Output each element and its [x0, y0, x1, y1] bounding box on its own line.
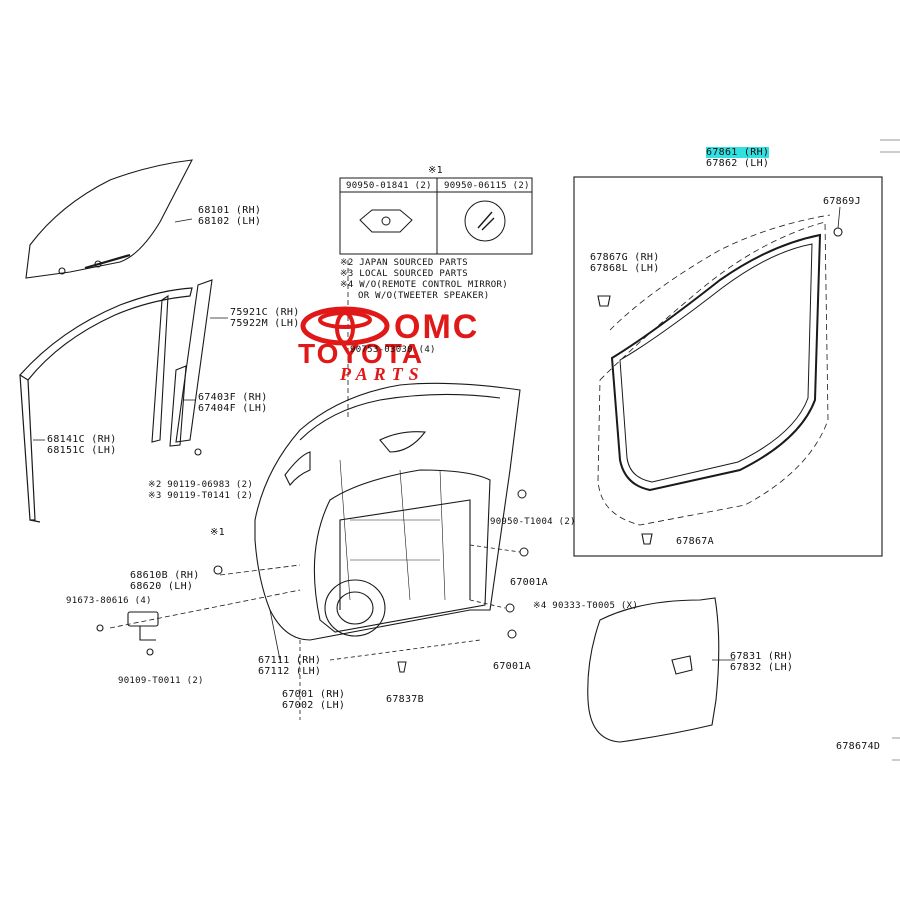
toyota-logo-icon — [300, 306, 390, 346]
watermark-omc: OMC — [394, 308, 480, 346]
legend-note-4: OR W/O(TWEETER SPEAKER) — [358, 291, 490, 301]
label-67403: 67403F (RH) — [198, 392, 268, 403]
label-67001-rh: 67001 (RH) — [282, 689, 346, 700]
watermark-toyota: TOYOTA — [298, 338, 425, 369]
label-67111: 67111 (RH) — [258, 655, 322, 666]
legend-note-3: ※4 W/O(REMOTE CONTROL MIRROR) — [340, 280, 508, 290]
label-90333: ※4 90333-T0005 (X) — [533, 601, 639, 611]
legend-left-code: 90950-01841 (2) — [346, 181, 432, 191]
label-68141: 68141C (RH) — [47, 434, 117, 445]
sash-moulding — [151, 279, 213, 443]
label-90753: 90753-03030 (4) — [350, 345, 436, 355]
legend-note-1: ※2 JAPAN SOURCED PARTS — [340, 258, 468, 268]
door-glass — [25, 159, 193, 279]
label-67837: 67837B — [386, 694, 424, 705]
label-67001a-2: 67001A — [493, 661, 531, 672]
division-bar — [169, 365, 202, 456]
diagram-id: 678674D — [836, 741, 881, 752]
label-67404: 67404F (LH) — [198, 403, 268, 414]
label-67867g: 67867G (RH) — [590, 252, 660, 263]
label-68102: 68102 (LH) — [198, 216, 262, 227]
label-67112: 67112 (LH) — [258, 666, 322, 677]
label-67831: 67831 (RH) — [730, 651, 794, 662]
label-91673: 91673-80616 (4) — [66, 596, 152, 606]
label-75921: 75921C (RH) — [230, 307, 300, 318]
label-mark1: ※1 — [210, 527, 225, 538]
label-90109: 90109-T0011 (2) — [118, 676, 204, 686]
label-75922: 75922M (LH) — [230, 318, 300, 329]
label-68610: 68610B (RH) — [130, 570, 200, 581]
highlight-67861: 67861 (RH) — [706, 147, 770, 158]
label-67862: 67862 (LH) — [706, 158, 770, 169]
legend-header-mark: ※1 — [428, 165, 443, 176]
label-screw-a: ※2 90119-06983 (2) — [148, 480, 254, 490]
label-90950: 90950-T1004 (2) — [490, 517, 576, 527]
service-hole-cover — [587, 597, 720, 743]
label-67867a: 67867A — [676, 536, 714, 547]
label-screw-b: ※3 90119-T0141 (2) — [148, 491, 254, 501]
weatherstrip-box — [573, 176, 883, 557]
label-68101: 68101 (RH) — [198, 205, 262, 216]
watermark-parts: PARTS — [340, 364, 425, 384]
label-67868l: 67868L (LH) — [590, 263, 660, 274]
label-67002-lh: 67002 (LH) — [282, 700, 346, 711]
hinge — [96, 565, 223, 656]
door-shell — [254, 382, 521, 641]
watermark-logo: OMC TOYOTA PARTS — [296, 306, 486, 396]
label-68151: 68151C (LH) — [47, 445, 117, 456]
label-68620: 68620 (LH) — [130, 581, 194, 592]
legend-right-code: 90950-06115 (2) — [444, 181, 530, 191]
fastener-legend-box — [339, 177, 533, 255]
label-67832: 67832 (LH) — [730, 662, 794, 673]
legend-note-2: ※3 LOCAL SOURCED PARTS — [340, 269, 468, 279]
label-67869: 67869J — [823, 196, 861, 207]
label-67861: 67861 (RH) — [706, 147, 770, 158]
label-67001a-1: 67001A — [510, 577, 548, 588]
glass-run-channel — [19, 287, 193, 523]
